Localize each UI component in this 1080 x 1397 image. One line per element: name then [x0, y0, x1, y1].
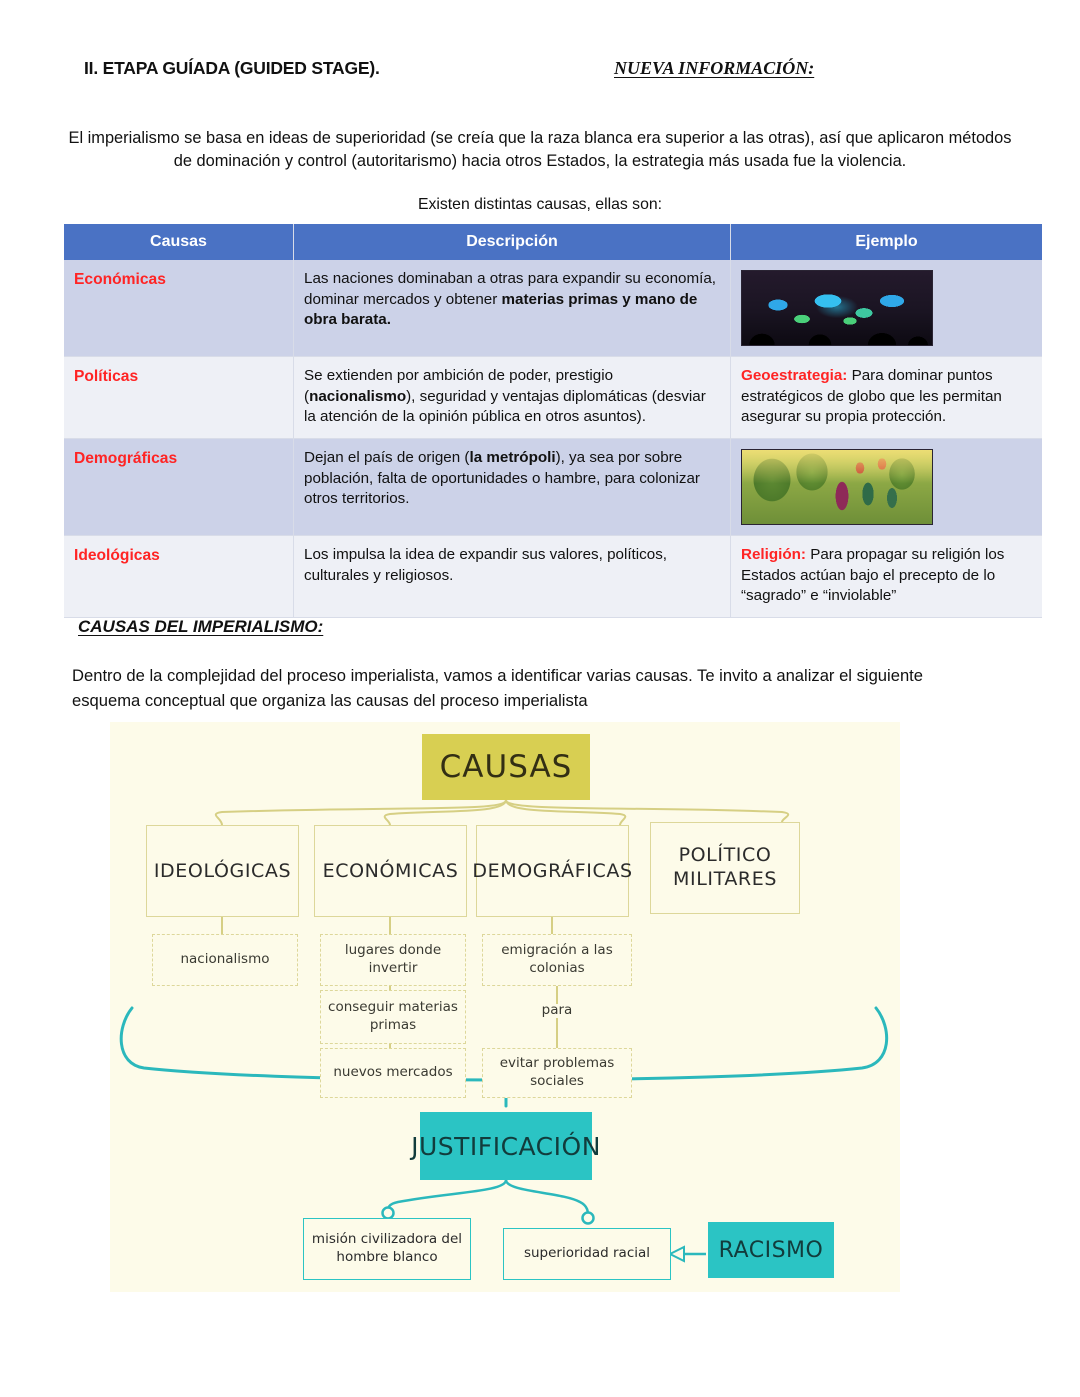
diagram-sub-nuevos-mercados: nuevos mercados: [320, 1048, 466, 1098]
description-text-pre: Dejan el país de origen (: [304, 449, 470, 467]
document-header: II. ETAPA GUÍADA (GUIDED STAGE). NUEVA I…: [0, 58, 1080, 88]
table-row: Económicas Las naciones dominaban a otra…: [64, 260, 1042, 357]
connector-justificacion-mision: [386, 1179, 508, 1213]
diagram-sub-conseguir-materias-primas: conseguir materias primas: [320, 990, 466, 1044]
diagram-sub-lugares-donde-invertir: lugares donde invertir: [320, 934, 466, 986]
cell-description: Las naciones dominaban a otras para expa…: [293, 260, 731, 357]
cell-example: [730, 260, 1042, 357]
cell-example: Geoestrategia: Para dominar puntos estra…: [730, 356, 1042, 440]
connector-causas-demograficas: [505, 799, 627, 826]
diagram-sub-emigracion-a-las-colonias: emigración a las colonias: [482, 934, 632, 986]
section-paragraph: Dentro de la complejidad del proceso imp…: [72, 666, 924, 710]
cell-example: Religión: Para propagar su religión los …: [730, 535, 1042, 619]
node-dot-icon: [381, 1206, 395, 1220]
connector-justificacion-superioridad: [504, 1179, 590, 1217]
colonial-scene-thumbnail: [741, 449, 933, 526]
cell-cause: Ideológicas: [64, 535, 294, 619]
description-emphasis: nacionalismo: [309, 387, 407, 405]
page-title: II. ETAPA GUÍADA (GUIDED STAGE).: [84, 58, 380, 78]
cause-label-demograficas: Demográficas: [74, 450, 178, 468]
column-header-descripcion: Descripción: [293, 224, 731, 260]
concept-map-diagram: CAUSAS IDEOLÓGICAS ECONÓMICAS DEMOGRÁFIC…: [110, 722, 900, 1292]
cell-example: [730, 438, 1042, 537]
column-header-ejemplo: Ejemplo: [730, 224, 1042, 260]
world-map-network-thumbnail: [741, 270, 933, 346]
diagram-sub-nacionalismo: nacionalismo: [152, 934, 298, 986]
diagram-connector-label-para: para: [541, 1002, 573, 1018]
example-label-geoestrategia: Geoestrategia:: [741, 367, 848, 384]
column-header-causas: Causas: [64, 224, 294, 260]
diagram-sub-evitar-problemas-sociales: evitar problemas sociales: [482, 1048, 632, 1098]
table-row: Demográficas Dejan el país de origen (la…: [64, 438, 1042, 537]
example-text: Para dominar puntos estratégicos de glob…: [741, 367, 1002, 426]
cell-cause: Demográficas: [64, 438, 294, 537]
connector-causas-politico-militares: [505, 799, 790, 823]
cell-description: Dejan el país de origen (la metrópoli), …: [293, 438, 731, 537]
diagram-node-economicas: ECONÓMICAS: [314, 825, 467, 917]
example-label-religion: Religión:: [741, 546, 806, 564]
diagram-node-racismo: RACISMO: [708, 1222, 834, 1278]
cause-label-politicas: Políticas: [74, 368, 139, 385]
description-text-post: ), seguridad y ventajas diplomáticas (de…: [304, 387, 706, 426]
section-label-nueva-informacion: NUEVA INFORMACIÓN:: [614, 58, 815, 78]
description-emphasis: materias primas y mano de obra barata.: [304, 290, 698, 329]
description-text-post: ), ya sea por sobre población, falta de …: [304, 449, 700, 508]
arrowhead-left-icon: [667, 1245, 685, 1263]
diagram-node-justificacion: JUSTIFICACIÓN: [411, 1112, 600, 1180]
causes-table: Causas Descripción Ejemplo Económicas La…: [64, 224, 1042, 619]
node-dot-icon: [581, 1211, 595, 1225]
intro-lead-in: Existen distintas causas, ellas son:: [417, 196, 663, 213]
cell-description: Los impulsa la idea de expandir sus valo…: [293, 535, 731, 619]
cause-label-economicas: Económicas: [74, 271, 166, 288]
connector-causas-ideologicas: [214, 799, 507, 826]
table-row: Ideológicas Los impulsa la idea de expan…: [64, 535, 1042, 619]
diagram-node-ideologicas: IDEOLÓGICAS: [146, 825, 299, 917]
section-heading-causas-del-imperialismo: CAUSAS DEL IMPERIALISMO:: [78, 617, 324, 636]
cell-cause: Económicas: [64, 260, 294, 357]
connector-causas-economicas: [383, 799, 507, 826]
diagram-node-mision-civilizadora: misión civilizadora del hombre blanco: [303, 1218, 471, 1280]
diagram-node-causas: CAUSAS: [422, 734, 590, 800]
intro-paragraph: El imperialismo se basa en ideas de supe…: [68, 129, 1012, 170]
politico-line2: MILITARES: [673, 868, 777, 890]
description-emphasis: la metrópoli: [469, 449, 556, 467]
diagram-node-politico-militares: POLÍTICO MILITARES: [650, 822, 800, 914]
politico-line1: POLÍTICO: [678, 844, 772, 867]
table-header-row: Causas Descripción Ejemplo: [64, 224, 1042, 260]
cause-label-ideologicas: Ideológicas: [74, 547, 160, 565]
description-text-pre: Los impulsa la idea de expandir sus valo…: [304, 546, 668, 584]
diagram-node-superioridad-racial: superioridad racial: [503, 1228, 671, 1280]
cell-cause: Políticas: [64, 356, 294, 440]
cell-description: Se extienden por ambición de poder, pres…: [293, 356, 731, 440]
example-text: Para propagar su religión los Estados ac…: [741, 546, 1005, 605]
table-row: Políticas Se extienden por ambición de p…: [64, 356, 1042, 440]
description-text-pre: Se extienden por ambición de poder, pres…: [304, 367, 614, 405]
description-text: Las naciones dominaban a otras para expa…: [304, 270, 717, 308]
diagram-node-demograficas: DEMOGRÁFICAS: [472, 825, 632, 917]
